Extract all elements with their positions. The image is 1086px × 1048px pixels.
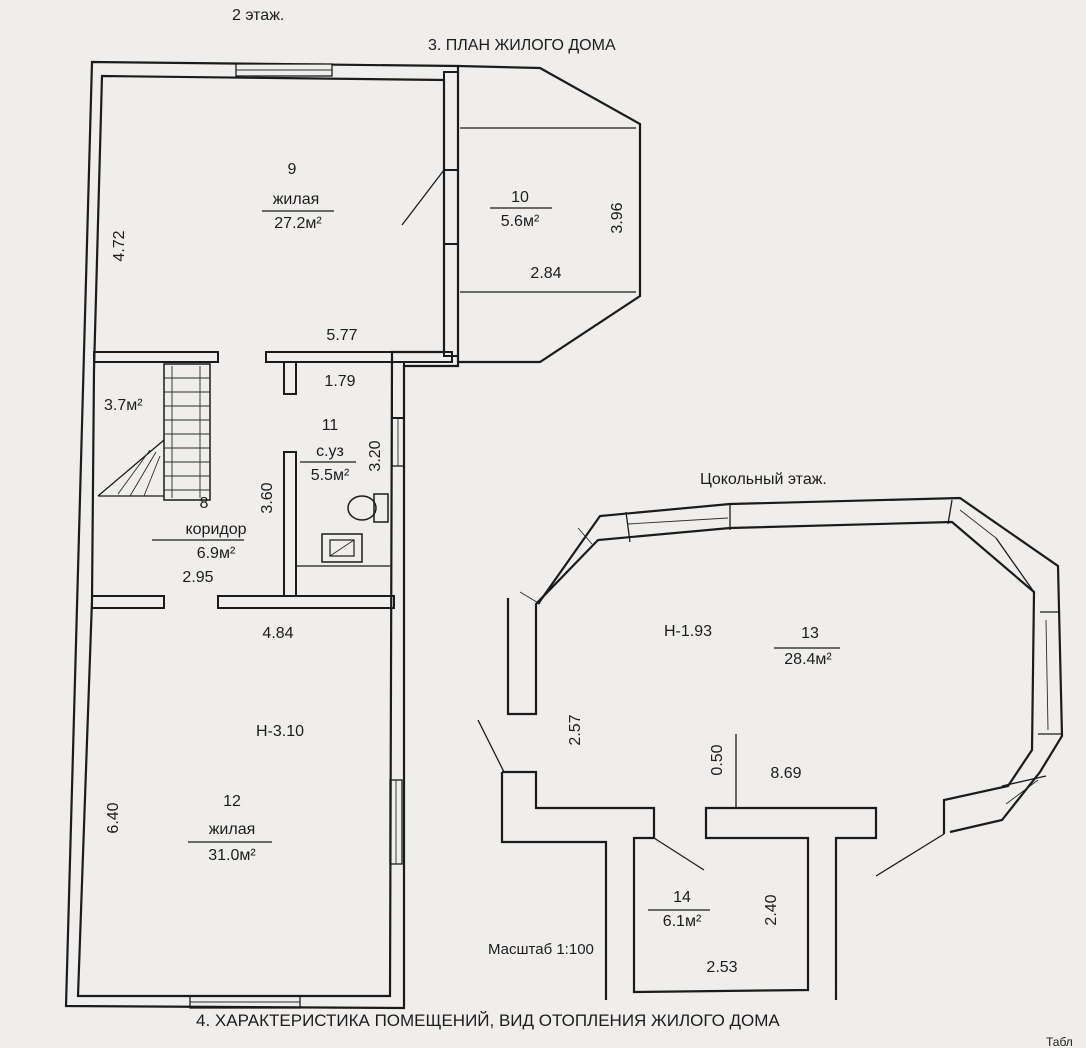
dim-2-95: 2.95 — [182, 569, 213, 586]
room-14-number: 14 — [673, 889, 691, 906]
floor-label: 2 этаж. — [232, 7, 284, 24]
dim-4-84: 4.84 — [262, 625, 293, 642]
dim-2-53: 2.53 — [706, 959, 737, 976]
room-8-area: 6.9м² — [197, 545, 236, 562]
dim-2-40: 2.40 — [763, 894, 780, 925]
room-12-type: жилая — [209, 821, 256, 838]
dim-4-72: 4.72 — [111, 230, 128, 261]
scale-label: Масштаб 1:100 — [488, 941, 594, 958]
room-11-area: 5.5м² — [311, 467, 350, 484]
toilet-fixture — [347, 493, 389, 523]
dim-8-69: 8.69 — [770, 765, 801, 782]
outer-wall-inner — [76, 74, 446, 998]
plan-title: 3. ПЛАН ЖИЛОГО ДОМА — [428, 37, 616, 54]
room-10-number: 10 — [511, 189, 529, 206]
table-stub: Табл — [1046, 1035, 1073, 1048]
dim-2-57: 2.57 — [567, 714, 584, 745]
basement-outer-wall — [506, 520, 1036, 834]
door-swing-basement — [477, 719, 505, 773]
bay-outer-wall — [457, 64, 642, 364]
basement-inner-wall — [537, 496, 1064, 834]
room-9-number: 9 — [288, 161, 297, 178]
upper-height: Н-3.10 — [256, 723, 304, 740]
section-4-title: 4. ХАРАКТЕРИСТИКА ПОМЕЩЕНИЙ, ВИД ОТОПЛЕН… — [196, 1011, 780, 1030]
door-swing-9 — [401, 169, 445, 226]
room-8-type: коридор — [185, 521, 246, 538]
outer-wall-outline — [64, 60, 460, 1010]
basement-plan — [477, 496, 1064, 1000]
room-8-number: 8 — [200, 495, 209, 512]
basement-height: Н-1.93 — [664, 623, 712, 640]
dim-3-60: 3.60 — [259, 482, 276, 513]
room-9-area: 27.2м² — [274, 215, 322, 232]
basement-lower-wall — [502, 770, 878, 1000]
basement-title: Цокольный этаж. — [700, 471, 827, 488]
room-13-area: 28.4м² — [784, 651, 832, 668]
labels: 2 этаж. 3. ПЛАН ЖИЛОГО ДОМА 9 жилая 27.2… — [104, 7, 1073, 1048]
room-10-area: 5.6м² — [501, 213, 540, 230]
room-14-area: 6.1м² — [663, 913, 702, 930]
dim-3-20: 3.20 — [367, 440, 384, 471]
dim-1-79: 1.79 — [324, 373, 355, 390]
room-12-number: 12 — [223, 793, 241, 810]
dim-2-84: 2.84 — [530, 265, 561, 282]
room-11-number: 11 — [322, 417, 339, 434]
room-12-area: 31.0м² — [208, 847, 256, 864]
room-9-type: жилая — [273, 191, 320, 208]
stair-area: 3.7м² — [104, 397, 143, 414]
dim-6-40: 6.40 — [105, 802, 122, 833]
room-13-number: 13 — [801, 625, 819, 642]
shower-fixture — [321, 533, 363, 563]
second-floor-plan — [64, 60, 642, 1010]
staircase — [97, 363, 211, 501]
door-swing-14 — [653, 837, 705, 871]
room-11-type: с.уз — [316, 443, 344, 460]
dim-0-50: 0.50 — [709, 744, 726, 775]
dim-3-96: 3.96 — [609, 202, 626, 233]
dim-5-77: 5.77 — [326, 327, 357, 344]
